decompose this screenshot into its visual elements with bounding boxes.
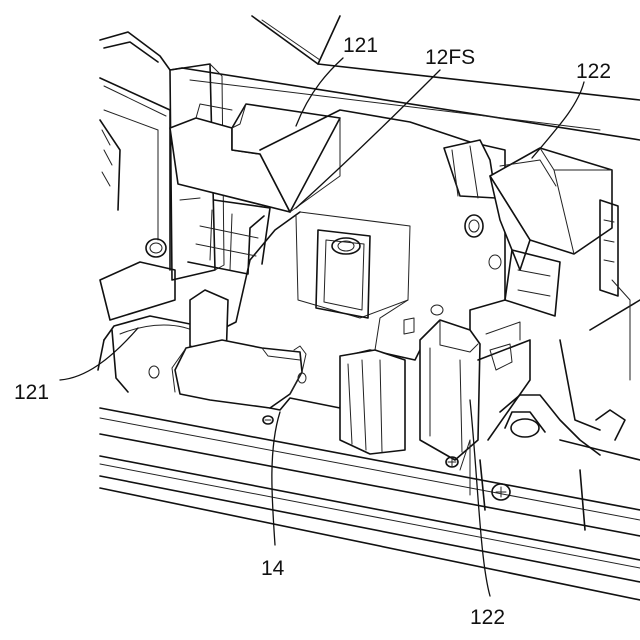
screw-right (492, 484, 510, 500)
label-122-top: 122 (576, 60, 611, 83)
label-121-left: 121 (14, 381, 49, 404)
label-14: 14 (261, 557, 285, 580)
sliding-block-121-upper (170, 104, 340, 212)
label-12fs: 12FS (425, 46, 475, 69)
screw-center (446, 457, 458, 467)
center-tower-assembly (340, 320, 530, 460)
label-122-bottom: 122 (470, 606, 505, 629)
internal-rails (188, 200, 270, 274)
leader-121-left (60, 328, 138, 380)
screw-left (263, 416, 273, 424)
label-121-top: 121 (343, 34, 378, 57)
